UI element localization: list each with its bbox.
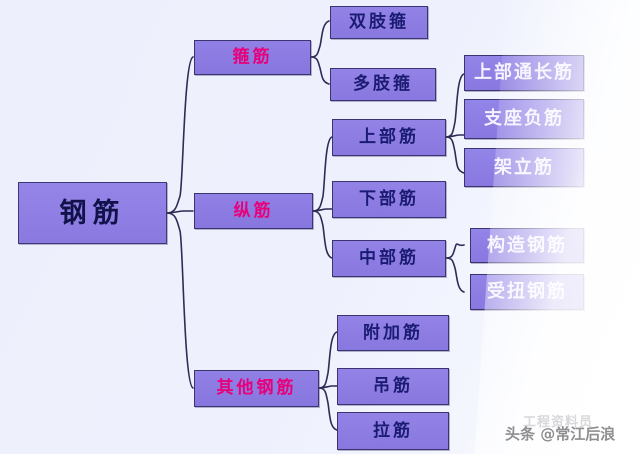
connector-zongjin-up [312,136,333,212]
node-label: 双肢箍 [349,12,409,32]
node-label: 下部筋 [359,189,419,209]
connector-root-low [166,212,194,389]
node-label: 上部通长筋 [474,62,574,83]
node-level1-gangjin[interactable]: 钢筋 [18,182,167,244]
node-label: 箍筋 [232,47,273,67]
node-level3-zhongbujin[interactable]: 中部筋 [332,240,446,277]
connector-shangbu-a [445,73,465,138]
connector-zongjin-low [312,210,333,259]
connector-qita-c [318,387,338,431]
node-label: 支座负筋 [484,108,564,129]
node-level4-shangbu-tongchangjin[interactable]: 上部通长筋 [464,55,584,91]
connector-zhongbu-a [445,243,465,259]
connector-gujin-low [310,56,330,85]
node-level3-duozhigu[interactable]: 多肢箍 [330,68,436,101]
node-level3-lajin[interactable]: 拉筋 [337,412,449,450]
node-level4-jialijin[interactable]: 架立筋 [464,148,584,187]
node-level3-fujiajin[interactable]: 附加筋 [337,315,449,351]
connector-shangbu-c [445,136,465,174]
node-label: 钢筋 [59,197,126,229]
node-label: 架立筋 [494,156,554,178]
node-level2-qita-gangjin[interactable]: 其他钢筋 [194,370,319,407]
connector-root-mid [166,210,194,214]
node-level2-gujin[interactable]: 箍筋 [194,40,311,75]
node-label: 其他钢筋 [216,378,297,398]
watermark-ghost: 工程资料员 [523,415,594,430]
node-level4-gouzao-gangjin[interactable]: 构造钢筋 [470,228,584,263]
watermark-primary: 头条 @常江后浪 [505,425,616,443]
node-level4-zhizuo-fujin[interactable]: 支座负筋 [464,99,584,139]
node-level3-shuangzhigu[interactable]: 双肢箍 [330,6,428,39]
node-level3-diaojin[interactable]: 吊筋 [337,368,449,405]
node-label: 吊筋 [373,376,413,396]
connector-zongjin-mid [312,208,333,212]
node-label: 构造钢筋 [487,234,567,256]
node-label: 拉筋 [373,420,413,441]
node-label: 上部筋 [359,127,419,147]
connector-gujin [310,20,330,58]
connector-zhongbu-b [445,257,465,293]
node-level4-shouniu-gangjin[interactable]: 受扭钢筋 [470,274,584,310]
node-level3-xiabujin[interactable]: 下部筋 [332,181,446,218]
node-level2-zongjin[interactable]: 纵筋 [194,193,313,229]
node-level3-shangbujin[interactable]: 上部筋 [332,119,446,156]
connector-root [166,56,194,214]
node-label: 受扭钢筋 [487,281,567,302]
node-label: 多肢箍 [353,74,413,94]
node-label: 中部筋 [359,248,419,268]
connector-qita-a [318,331,338,389]
node-label: 附加筋 [363,322,423,343]
connector-qita-b [318,385,338,389]
node-label: 纵筋 [233,200,274,221]
connector-shangbu-b [445,134,465,138]
